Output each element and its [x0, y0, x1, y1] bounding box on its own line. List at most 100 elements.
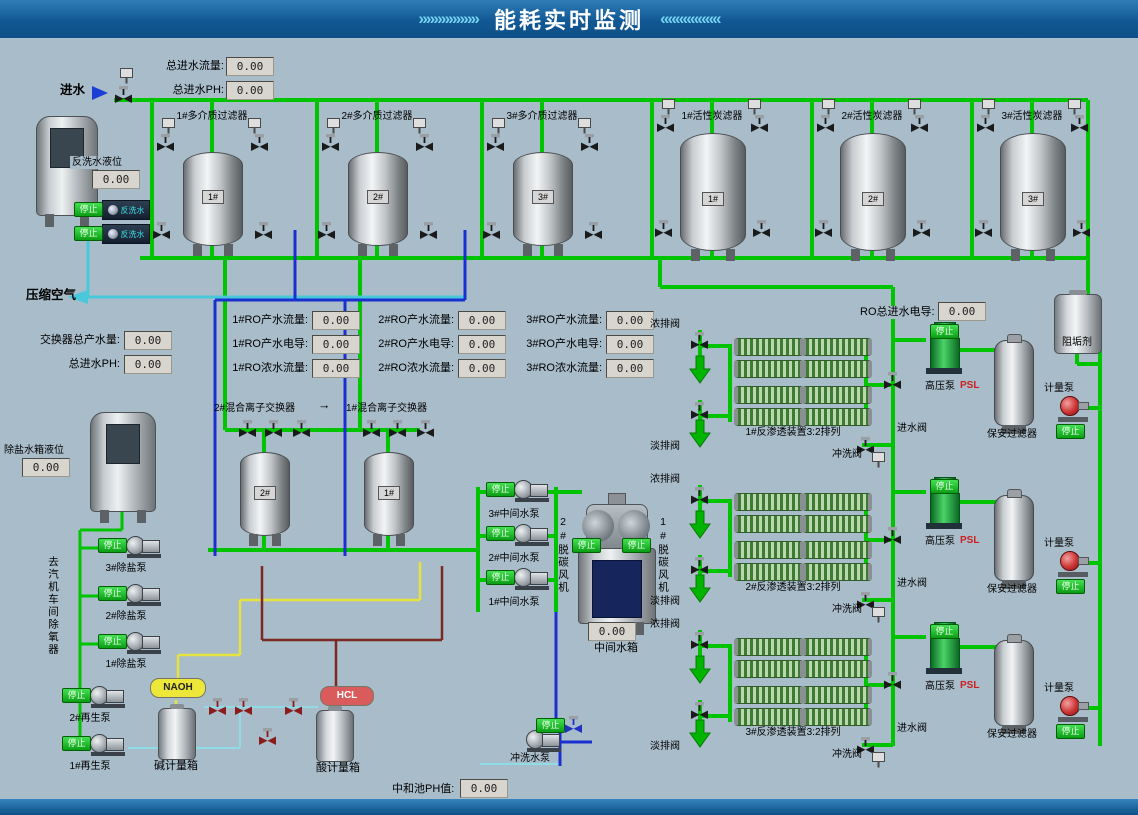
- gauge-icon: [120, 68, 133, 84]
- decarb-fan-1[interactable]: [618, 510, 650, 542]
- title-deco-left: »»»»»»»»: [418, 9, 480, 28]
- decarb-fan-2[interactable]: [582, 510, 614, 542]
- flush-pump[interactable]: [526, 728, 562, 752]
- backwash-pump2-status[interactable]: 停止: [74, 226, 103, 241]
- filter-valve-icon[interactable]: [487, 134, 504, 151]
- metering-pump2-status[interactable]: 停止: [1056, 579, 1085, 594]
- ro-membrane: [802, 686, 872, 704]
- metering-pump2[interactable]: [1058, 549, 1089, 577]
- ro-meter-label: 2#RO产水电导:: [378, 338, 454, 350]
- mid-pump3[interactable]: [514, 478, 550, 502]
- filter-valve-icon[interactable]: [318, 222, 335, 239]
- filter-valve-icon[interactable]: [581, 134, 598, 151]
- regen-pump1[interactable]: [90, 732, 126, 756]
- ro-meter-value: 0.00: [312, 311, 360, 330]
- air-flow-arrow: [68, 290, 88, 304]
- demin-pump1[interactable]: [126, 630, 162, 654]
- perm-valve-label: 淡排阀: [650, 441, 680, 452]
- naoh-tank: NAOH: [150, 678, 206, 698]
- hp-pump3-label: 高压泵: [925, 681, 955, 692]
- filter-valve-icon[interactable]: [585, 222, 602, 239]
- demin-tank-window: [106, 424, 140, 464]
- regen-pump1-status[interactable]: 停止: [62, 736, 91, 751]
- backwash-pump2[interactable]: 反洗水: [102, 224, 150, 244]
- hp-pump1-status[interactable]: 停止: [930, 324, 959, 339]
- exchanger-total-label: 交换器总产水量:: [39, 334, 120, 346]
- neutral-ph-value: 0.00: [460, 779, 508, 798]
- regen-pump1-label: 1#再生泵: [69, 761, 111, 772]
- ro-membrane: [802, 360, 872, 378]
- regen-pump2-status[interactable]: 停止: [62, 688, 91, 703]
- ro-meter-value: 0.00: [458, 335, 506, 354]
- fan2-status[interactable]: 停止: [572, 538, 601, 553]
- metering-pump3-label: 计量泵: [1044, 683, 1074, 694]
- total-ph-value: 0.00: [226, 81, 274, 100]
- filter-valve-icon[interactable]: [153, 222, 170, 239]
- backwash-pump1[interactable]: 反洗水: [102, 200, 150, 220]
- filter-valve-icon[interactable]: [416, 134, 433, 151]
- filter-valve-icon[interactable]: [913, 220, 930, 237]
- filter-valve-icon[interactable]: [420, 222, 437, 239]
- ro-unit-label: 3#反渗透装置3:2排列: [745, 727, 841, 738]
- filter-valve-icon[interactable]: [655, 220, 672, 237]
- filter-valve-icon[interactable]: [322, 134, 339, 151]
- metering-pump3-status[interactable]: 停止: [1056, 724, 1085, 739]
- filter-valve-icon[interactable]: [483, 222, 500, 239]
- hp-pump2-status[interactable]: 停止: [930, 479, 959, 494]
- flush-pump-status[interactable]: 停止: [536, 718, 565, 733]
- perm-valve-label: 淡排阀: [650, 741, 680, 752]
- title-deco-right: ««««««««: [660, 9, 722, 28]
- backwash-level-label: 反洗水液位: [70, 156, 124, 169]
- title-bar: »»»»»»»» 能耗实时监测 ««««««««: [0, 0, 1138, 38]
- pipe-cyan-air: [86, 238, 465, 299]
- demin-pump3-status[interactable]: 停止: [98, 538, 127, 553]
- ro-membrane: [734, 563, 804, 581]
- psl-tag: PSL: [960, 380, 980, 391]
- ro-flush-valve-label: 冲洗阀: [832, 604, 862, 615]
- fan1-status[interactable]: 停止: [622, 538, 651, 553]
- filter-valve-icon[interactable]: [255, 222, 272, 239]
- guard-filter2: [994, 489, 1034, 589]
- mid-pump1[interactable]: [514, 566, 550, 590]
- demin-pump2[interactable]: [126, 582, 162, 606]
- backwash-pump1-status[interactable]: 停止: [74, 202, 103, 217]
- ro-meter-label: 2#RO产水流量:: [378, 314, 454, 326]
- ro-flush-valve-label: 冲洗阀: [832, 449, 862, 460]
- neutral-ph-label: 中和池PH值:: [392, 783, 455, 795]
- ro-meter-value: 0.00: [312, 335, 360, 354]
- mid-pump2[interactable]: [514, 522, 550, 546]
- filter-valve-icon[interactable]: [753, 220, 770, 237]
- ro-membrane: [734, 386, 804, 404]
- conc-valve-label: 浓排阀: [650, 319, 680, 330]
- ro-flush-valve-label: 冲洗阀: [832, 749, 862, 760]
- demin-pump3[interactable]: [126, 534, 162, 558]
- filter-valve-icon[interactable]: [251, 134, 268, 151]
- metering-pump1-label: 计量泵: [1044, 383, 1074, 394]
- inlet-ph-value: 0.00: [124, 355, 172, 374]
- conc-valve-label: 浓排阀: [650, 619, 680, 630]
- demin-pump2-status[interactable]: 停止: [98, 586, 127, 601]
- ro-meter-value: 0.00: [606, 311, 654, 330]
- guard-filter1-label: 保安过滤器: [987, 429, 1037, 440]
- filter-valve-icon[interactable]: [975, 220, 992, 237]
- metering-pump1-status[interactable]: 停止: [1056, 424, 1085, 439]
- mid-pump1-status[interactable]: 停止: [486, 570, 515, 585]
- metering-pump1[interactable]: [1058, 394, 1089, 422]
- ro-inlet-valve-label: 进水阀: [897, 578, 927, 589]
- fan2-label: 2#脱碳风机: [557, 516, 569, 594]
- mid-pump3-status[interactable]: 停止: [486, 482, 515, 497]
- hp-pump3-status[interactable]: 停止: [930, 624, 959, 639]
- total-flow-label: 总进水流量:: [165, 60, 224, 72]
- filter-valve-icon[interactable]: [157, 134, 174, 151]
- filter-valve-icon[interactable]: [815, 220, 832, 237]
- flush-pump-label: 冲洗水泵: [510, 753, 550, 764]
- metering-pump3[interactable]: [1058, 694, 1089, 722]
- regen-pump2[interactable]: [90, 684, 126, 708]
- intermediate-tank-window: [592, 560, 642, 618]
- mid-pump2-status[interactable]: 停止: [486, 526, 515, 541]
- ro-inlet-valve-label: 进水阀: [897, 723, 927, 734]
- demin-pump1-status[interactable]: 停止: [98, 634, 127, 649]
- chem-valve-icon[interactable]: [259, 728, 276, 745]
- flush-valve-icon[interactable]: [565, 716, 582, 733]
- filter-tag: 2#: [862, 192, 884, 206]
